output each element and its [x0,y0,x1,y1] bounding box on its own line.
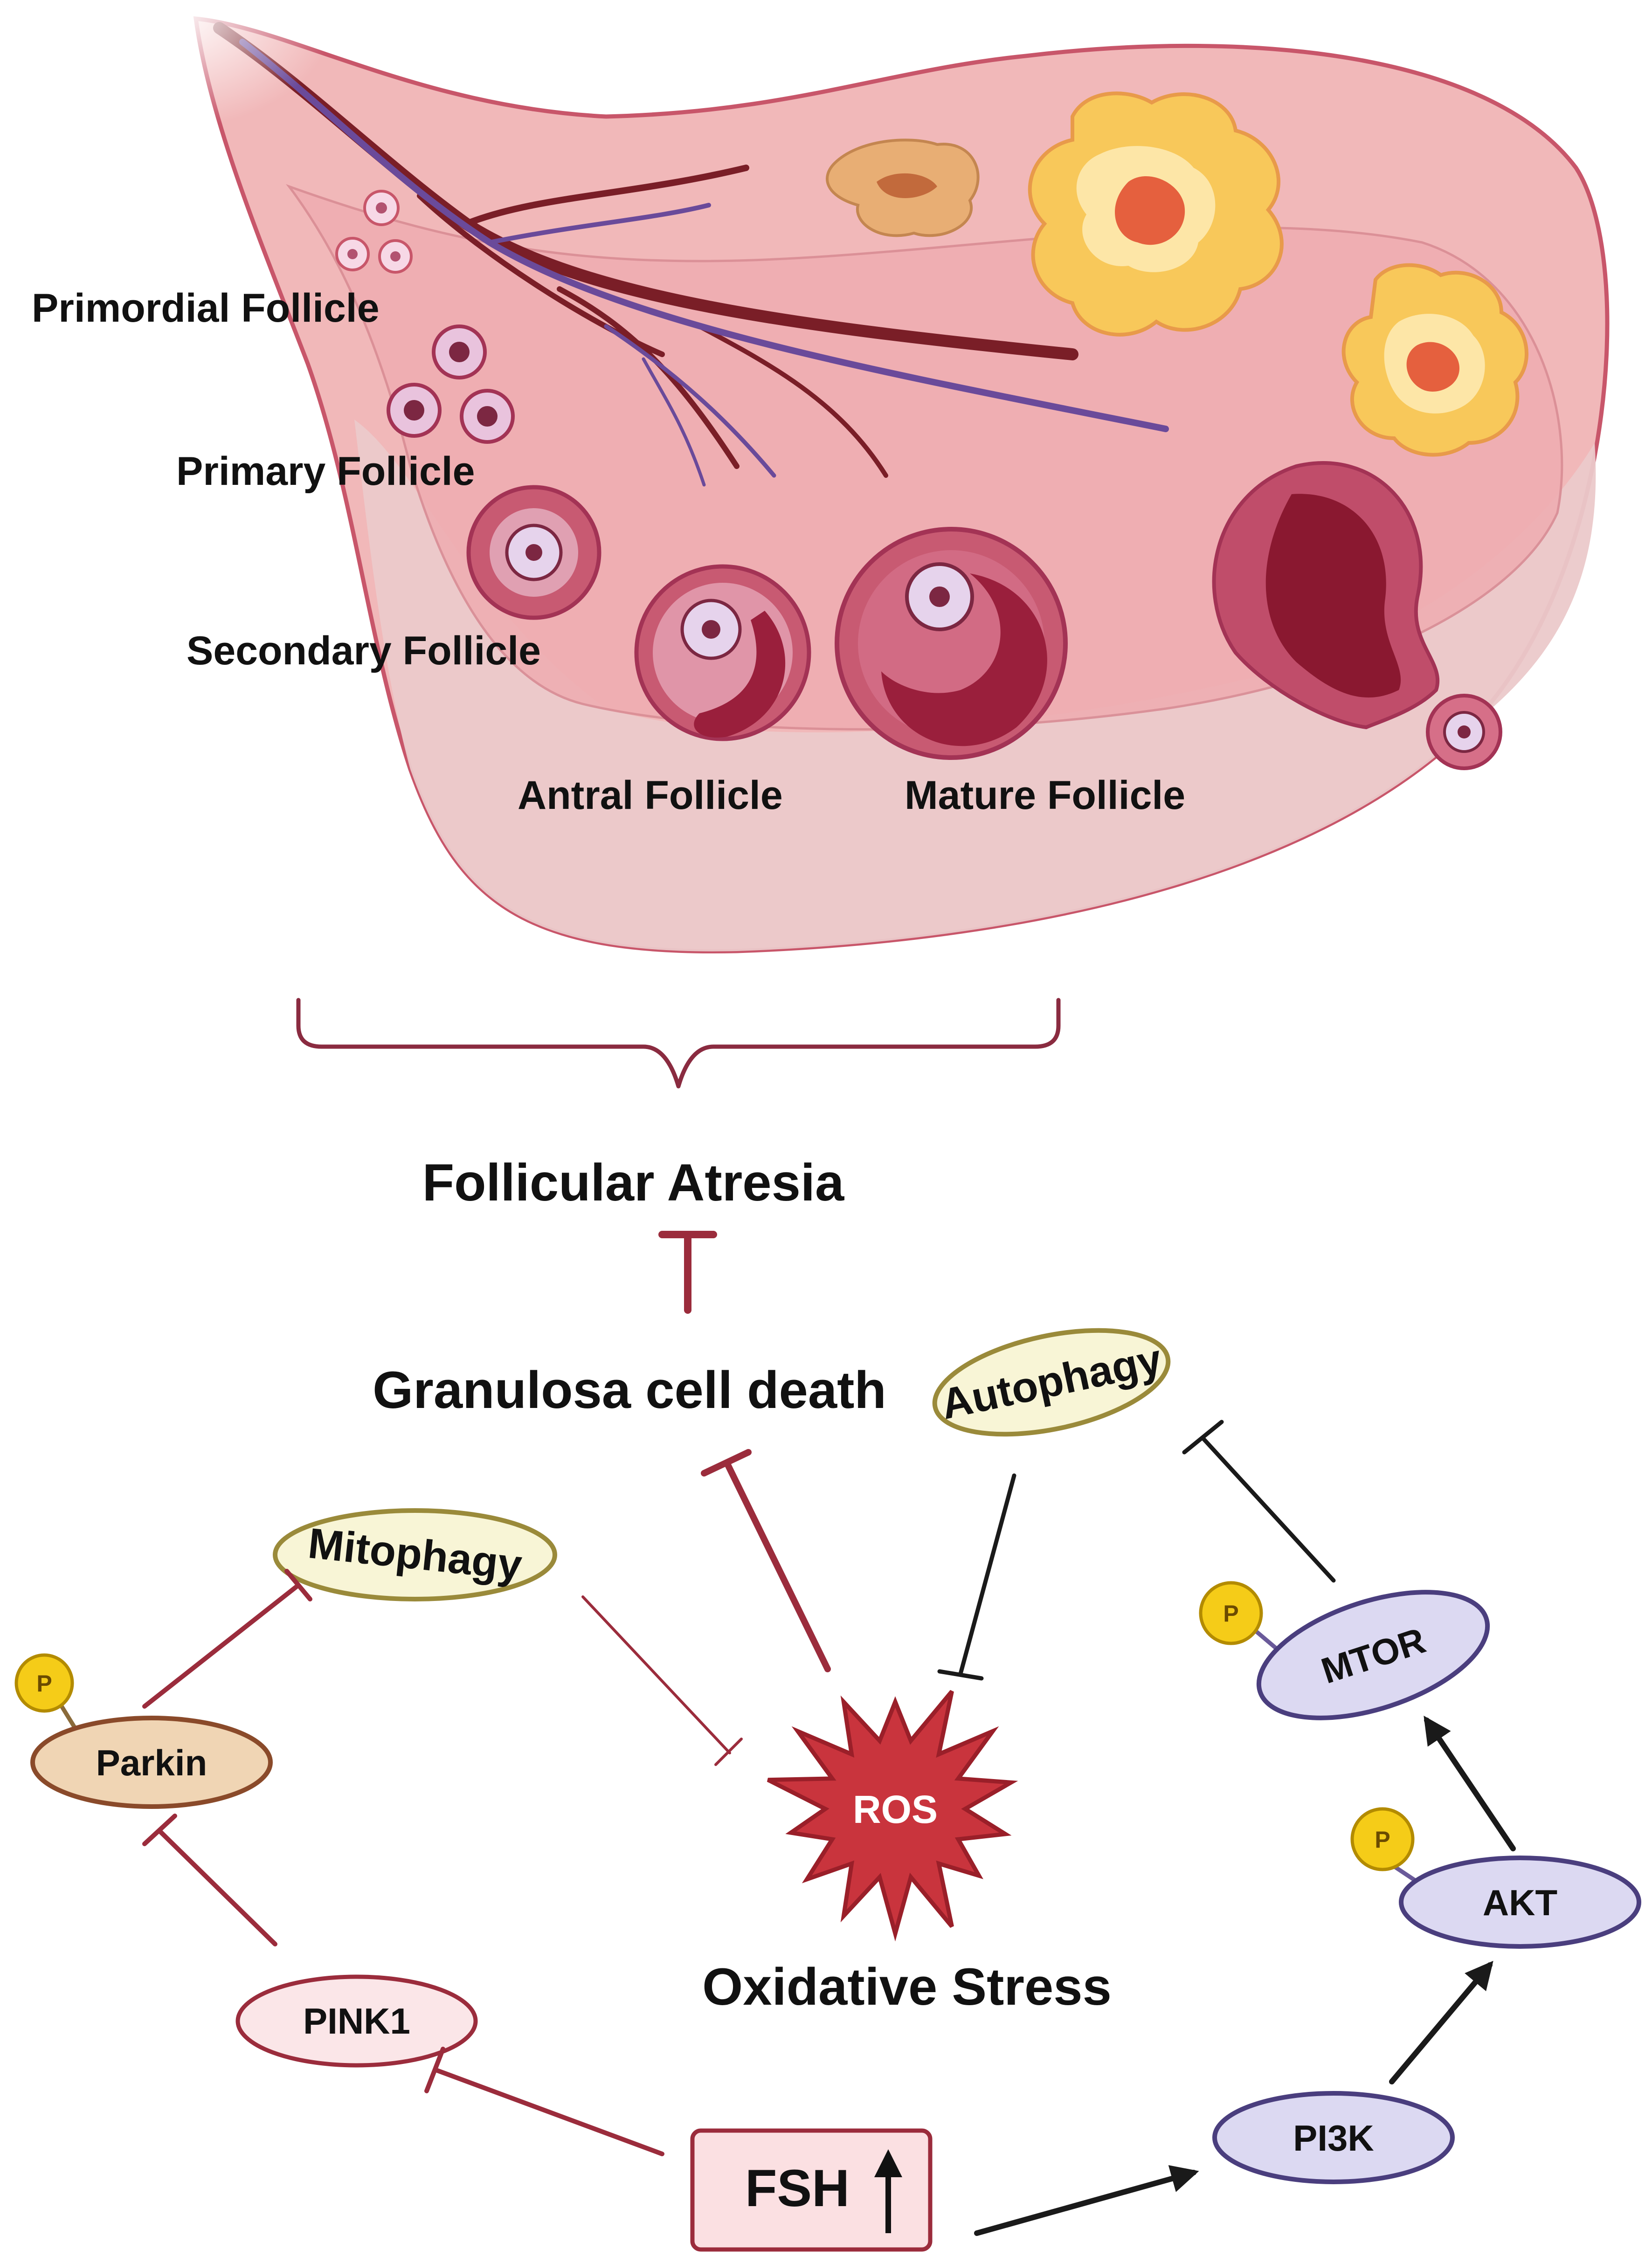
granulosa-cell-death-label: Granulosa cell death [373,1361,886,1419]
inhibit-gcdeath-atresia [658,1231,717,1314]
inhibit-pink1-parkin [142,1814,277,1946]
fsh-label: FSH [745,2159,850,2217]
ros-burst-icon [767,1690,1018,1942]
follicular-atresia-label: Follicular Atresia [422,1153,844,1212]
parkin-node: P Parkin [14,1653,273,1809]
secondary-follicle [466,485,601,620]
autophagy-node: Autophagy [932,1328,1171,1437]
pi3k-label: PI3K [1293,2118,1374,2159]
ovary-lower-stroma [354,420,1596,952]
parkin-phospho-badge [14,1653,74,1713]
pink1-node: PINK1 [235,1974,478,2068]
mature-follicle [835,527,1068,760]
grouping-brace [296,998,1061,1089]
inhibit-mtor-autophagy [1182,1420,1336,1583]
inhibit-autophagy-ros [937,1473,1016,1681]
mtor-phospho-badge [1199,1581,1263,1645]
label-primordial-follicle: Primordial Follicle [32,286,380,331]
parkin-phospho-label: P [36,1670,52,1697]
oxidative-stress-label: Oxidative Stress [702,1958,1112,2016]
mtor-phospho-label: P [1223,1601,1238,1627]
corpus-luteum-large [1028,91,1284,337]
label-secondary-follicle: Secondary Follicle [187,628,541,673]
akt-label: AKT [1483,1882,1557,1923]
akt-phospho-label: P [1375,1827,1390,1853]
inhibit-mitophagy-ros [581,1595,743,1766]
parkin-label: Parkin [96,1742,207,1783]
corpus-albicans [826,138,980,237]
label-mature-follicle: Mature Follicle [905,773,1185,818]
inhibit-fsh-pink1 [424,2047,664,2156]
activate-akt-mtor [1424,1716,1516,1851]
mtor-node: P MTOR [1199,1581,1490,1720]
vessel-fade [140,0,466,233]
activate-pi3k-akt [1389,1960,1493,2084]
pi3k-node: PI3K [1212,2091,1455,2184]
primary-follicles [387,324,515,444]
ruptured-follicle [1212,461,1502,770]
corpus-luteum-small [1341,263,1528,457]
pink1-label: PINK1 [303,2001,410,2042]
label-antral-follicle: Antral Follicle [518,773,783,818]
up-arrow-icon [874,2149,902,2233]
antral-follicle [634,564,811,741]
primordial-follicles [335,190,413,274]
fsh-node: FSH [690,2128,933,2252]
mitophagy-node: Mitophagy [273,1508,557,1601]
inhibit-parkin-mitophagy [142,1569,312,1709]
inhibit-ros-gcdeath [701,1449,831,1672]
akt-phospho-badge [1350,1807,1415,1871]
label-primary-follicle: Primary Follicle [176,449,475,494]
ros-label: ROS [853,1787,938,1831]
ovary-illustration: Primordial Follicle Primary Follicle Sec… [32,0,1610,954]
activate-fsh-pi3k [974,2165,1199,2236]
akt-node: P AKT [1350,1807,1641,1949]
ros-node: ROS [767,1690,1018,1942]
